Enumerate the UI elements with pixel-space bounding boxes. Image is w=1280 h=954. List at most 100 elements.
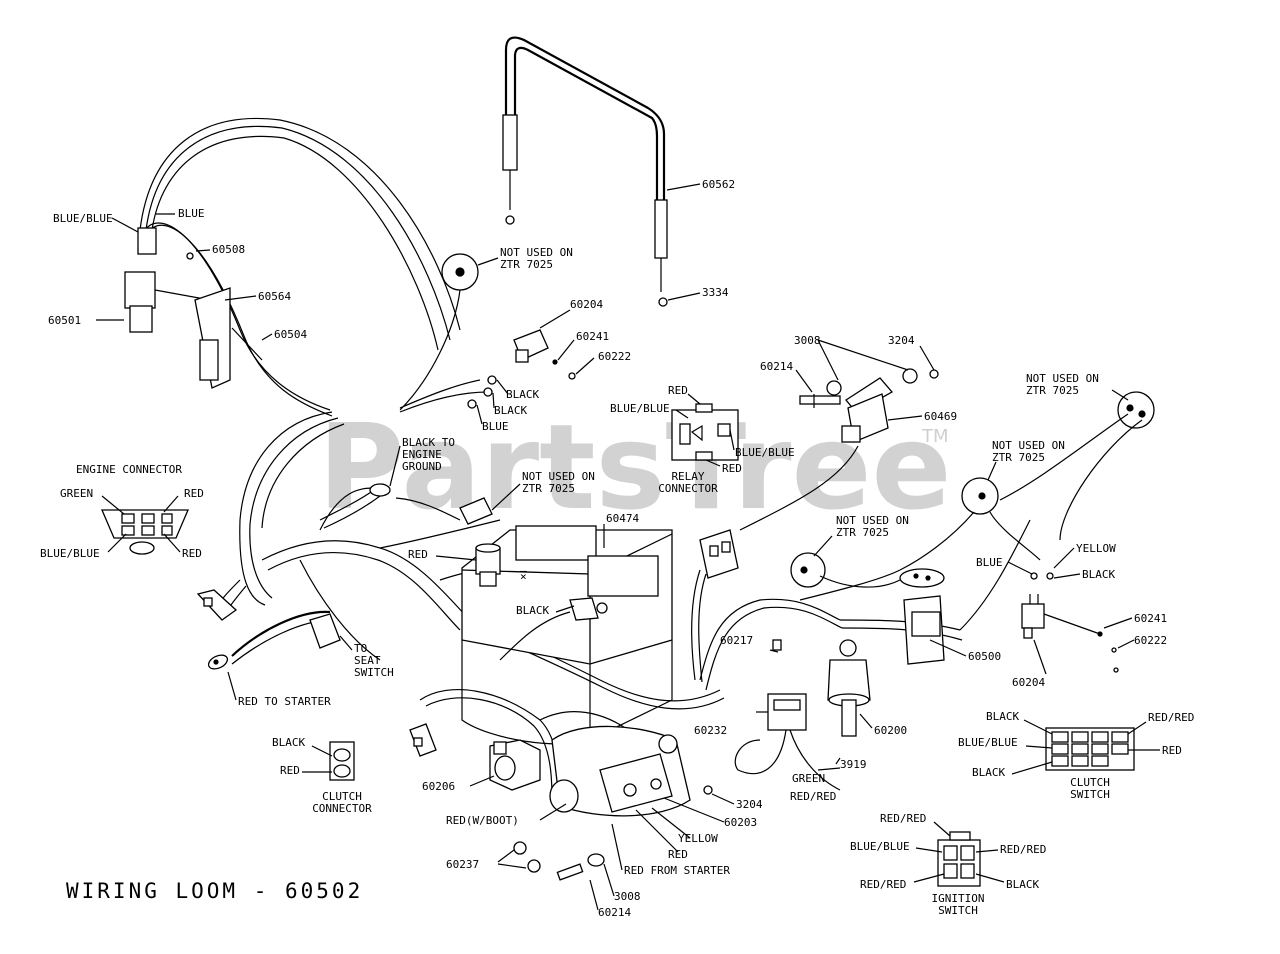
label-not-used-4b: ZTR 7025 (836, 526, 889, 539)
label-60508: 60508 (212, 243, 245, 256)
label-cs-black1: BLACK (986, 710, 1019, 723)
not-used-ring-4 (790, 535, 901, 588)
clutch-connector (302, 741, 355, 781)
label-blue-1: BLUE (482, 420, 509, 433)
not-used-ring-2 (999, 389, 1155, 541)
label-red-relay: RED (668, 384, 688, 397)
relay-connector (671, 393, 739, 467)
label-60501: 60501 (48, 314, 81, 327)
label-relay-b: CONNECTOR (658, 482, 718, 495)
label-blue-blue-ec: BLUE/BLUE (40, 547, 100, 560)
label-60206: 60206 (422, 780, 455, 793)
label-60564: 60564 (258, 290, 291, 303)
label-60214-a: 60214 (760, 360, 793, 373)
switch-60204-right (1021, 594, 1135, 675)
label-3204-a: 3204 (888, 334, 915, 347)
label-ign-b: SWITCH (938, 904, 978, 917)
label-60204-a: 60204 (570, 298, 603, 311)
label-not-used-3b: ZTR 7025 (522, 482, 575, 495)
solenoid-60200 (734, 639, 873, 791)
label-black-1: BLACK (506, 388, 539, 401)
label-to-seat-a: TO (354, 642, 367, 655)
label-clutch-sw-b: SWITCH (1070, 788, 1110, 801)
not-used-ring-5 (899, 461, 1041, 571)
label-60241-b: 60241 (1134, 612, 1167, 625)
label-red-from-starter: RED FROM STARTER (624, 864, 730, 877)
battery-60474: — × (435, 524, 673, 745)
label-red-w-boot: RED(W/BOOT) (446, 814, 519, 827)
label-not-used-1b: ZTR 7025 (500, 258, 553, 271)
label-cs-black2: BLACK (972, 766, 1005, 779)
relay-60469 (739, 339, 939, 531)
label-clutch-conn-a: CLUTCH (322, 790, 362, 803)
label-not-used-2a: NOT USED ON (1026, 372, 1099, 385)
label-black-batt: BLACK (516, 604, 549, 617)
label-is-red-red1: RED/RED (880, 812, 926, 825)
label-60241-a: 60241 (576, 330, 609, 343)
label-blue-blue-relay: BLUE/BLUE (610, 402, 670, 415)
label-green-ec: GREEN (60, 487, 93, 500)
label-clutch-conn-b: CONNECTOR (312, 802, 372, 815)
label-red-red-60232: RED/RED (790, 790, 836, 803)
watermark-tm: TM (921, 426, 949, 447)
label-red-relay-b: RED (722, 462, 742, 475)
label-red-ec2: RED (182, 547, 202, 560)
watermark-text: PartsTree (318, 398, 952, 536)
label-blue-blue-top: BLUE/BLUE (53, 212, 113, 225)
label-red-ec1: RED (184, 487, 204, 500)
ignition-switch-connector (913, 821, 1005, 887)
label-not-used-5b: ZTR 7025 (992, 451, 1045, 464)
label-cs-blue-blue: BLUE/BLUE (958, 736, 1018, 749)
label-to-seat-b: SEAT (354, 654, 381, 667)
watermark: PartsTree TM (318, 398, 952, 536)
label-not-used-1a: NOT USED ON (500, 246, 573, 259)
label-green-60232: GREEN (792, 772, 825, 785)
label-60222-b: 60222 (1134, 634, 1167, 647)
label-yellow-r: YELLOW (1076, 542, 1116, 555)
ring-terminals-black-blue (399, 375, 509, 425)
label-60203: 60203 (724, 816, 757, 829)
label-60204-b: 60204 (1012, 676, 1045, 689)
label-black-2: BLACK (494, 404, 527, 417)
clutch-switch (1011, 719, 1160, 775)
label-relay-a: RELAY (671, 470, 704, 483)
label-60500: 60500 (968, 650, 1001, 663)
label-black-r: BLACK (1082, 568, 1115, 581)
label-3334: 3334 (702, 286, 729, 299)
label-blue-top: BLUE (178, 207, 205, 220)
label-ign-a: IGNITION (932, 892, 985, 905)
label-60214-b: 60214 (598, 906, 631, 919)
label-3008-a: 3008 (794, 334, 821, 347)
label-3204-b: 3204 (736, 798, 763, 811)
label-not-used-3a: NOT USED ON (522, 470, 595, 483)
label-3008-b: 3008 (614, 890, 641, 903)
label-is-red-red3: RED/RED (860, 878, 906, 891)
engine-connector (101, 495, 189, 555)
ignition-switch-60500 (899, 547, 1081, 665)
label-60469: 60469 (924, 410, 957, 423)
switch-60204-top (513, 309, 595, 380)
label-60200: 60200 (874, 724, 907, 737)
label-red-to-starter: RED TO STARTER (238, 695, 331, 708)
label-is-blue-blue: BLUE/BLUE (850, 840, 910, 853)
label-black-to-c: GROUND (402, 460, 442, 473)
label-black-clutch: BLACK (272, 736, 305, 749)
label-cs-red-red: RED/RED (1148, 711, 1194, 724)
label-black-to-a: BLACK TO (402, 436, 455, 449)
label-60504: 60504 (274, 328, 307, 341)
handle-bar-60562 (502, 36, 701, 307)
label-not-used-5a: NOT USED ON (992, 439, 1065, 452)
label-60474: 60474 (606, 512, 639, 525)
label-black-to-b: ENGINE (402, 448, 442, 461)
label-yellow-s: YELLOW (678, 832, 718, 845)
label-blue-r: BLUE (976, 556, 1003, 569)
relay-60501 (96, 117, 461, 417)
starter-solenoid (469, 725, 735, 911)
label-red-s: RED (668, 848, 688, 861)
label-cs-red: RED (1162, 744, 1182, 757)
label-60222-a: 60222 (598, 350, 631, 363)
label-60232: 60232 (694, 724, 727, 737)
battery-minus: — (520, 564, 527, 577)
label-60237: 60237 (446, 858, 479, 871)
